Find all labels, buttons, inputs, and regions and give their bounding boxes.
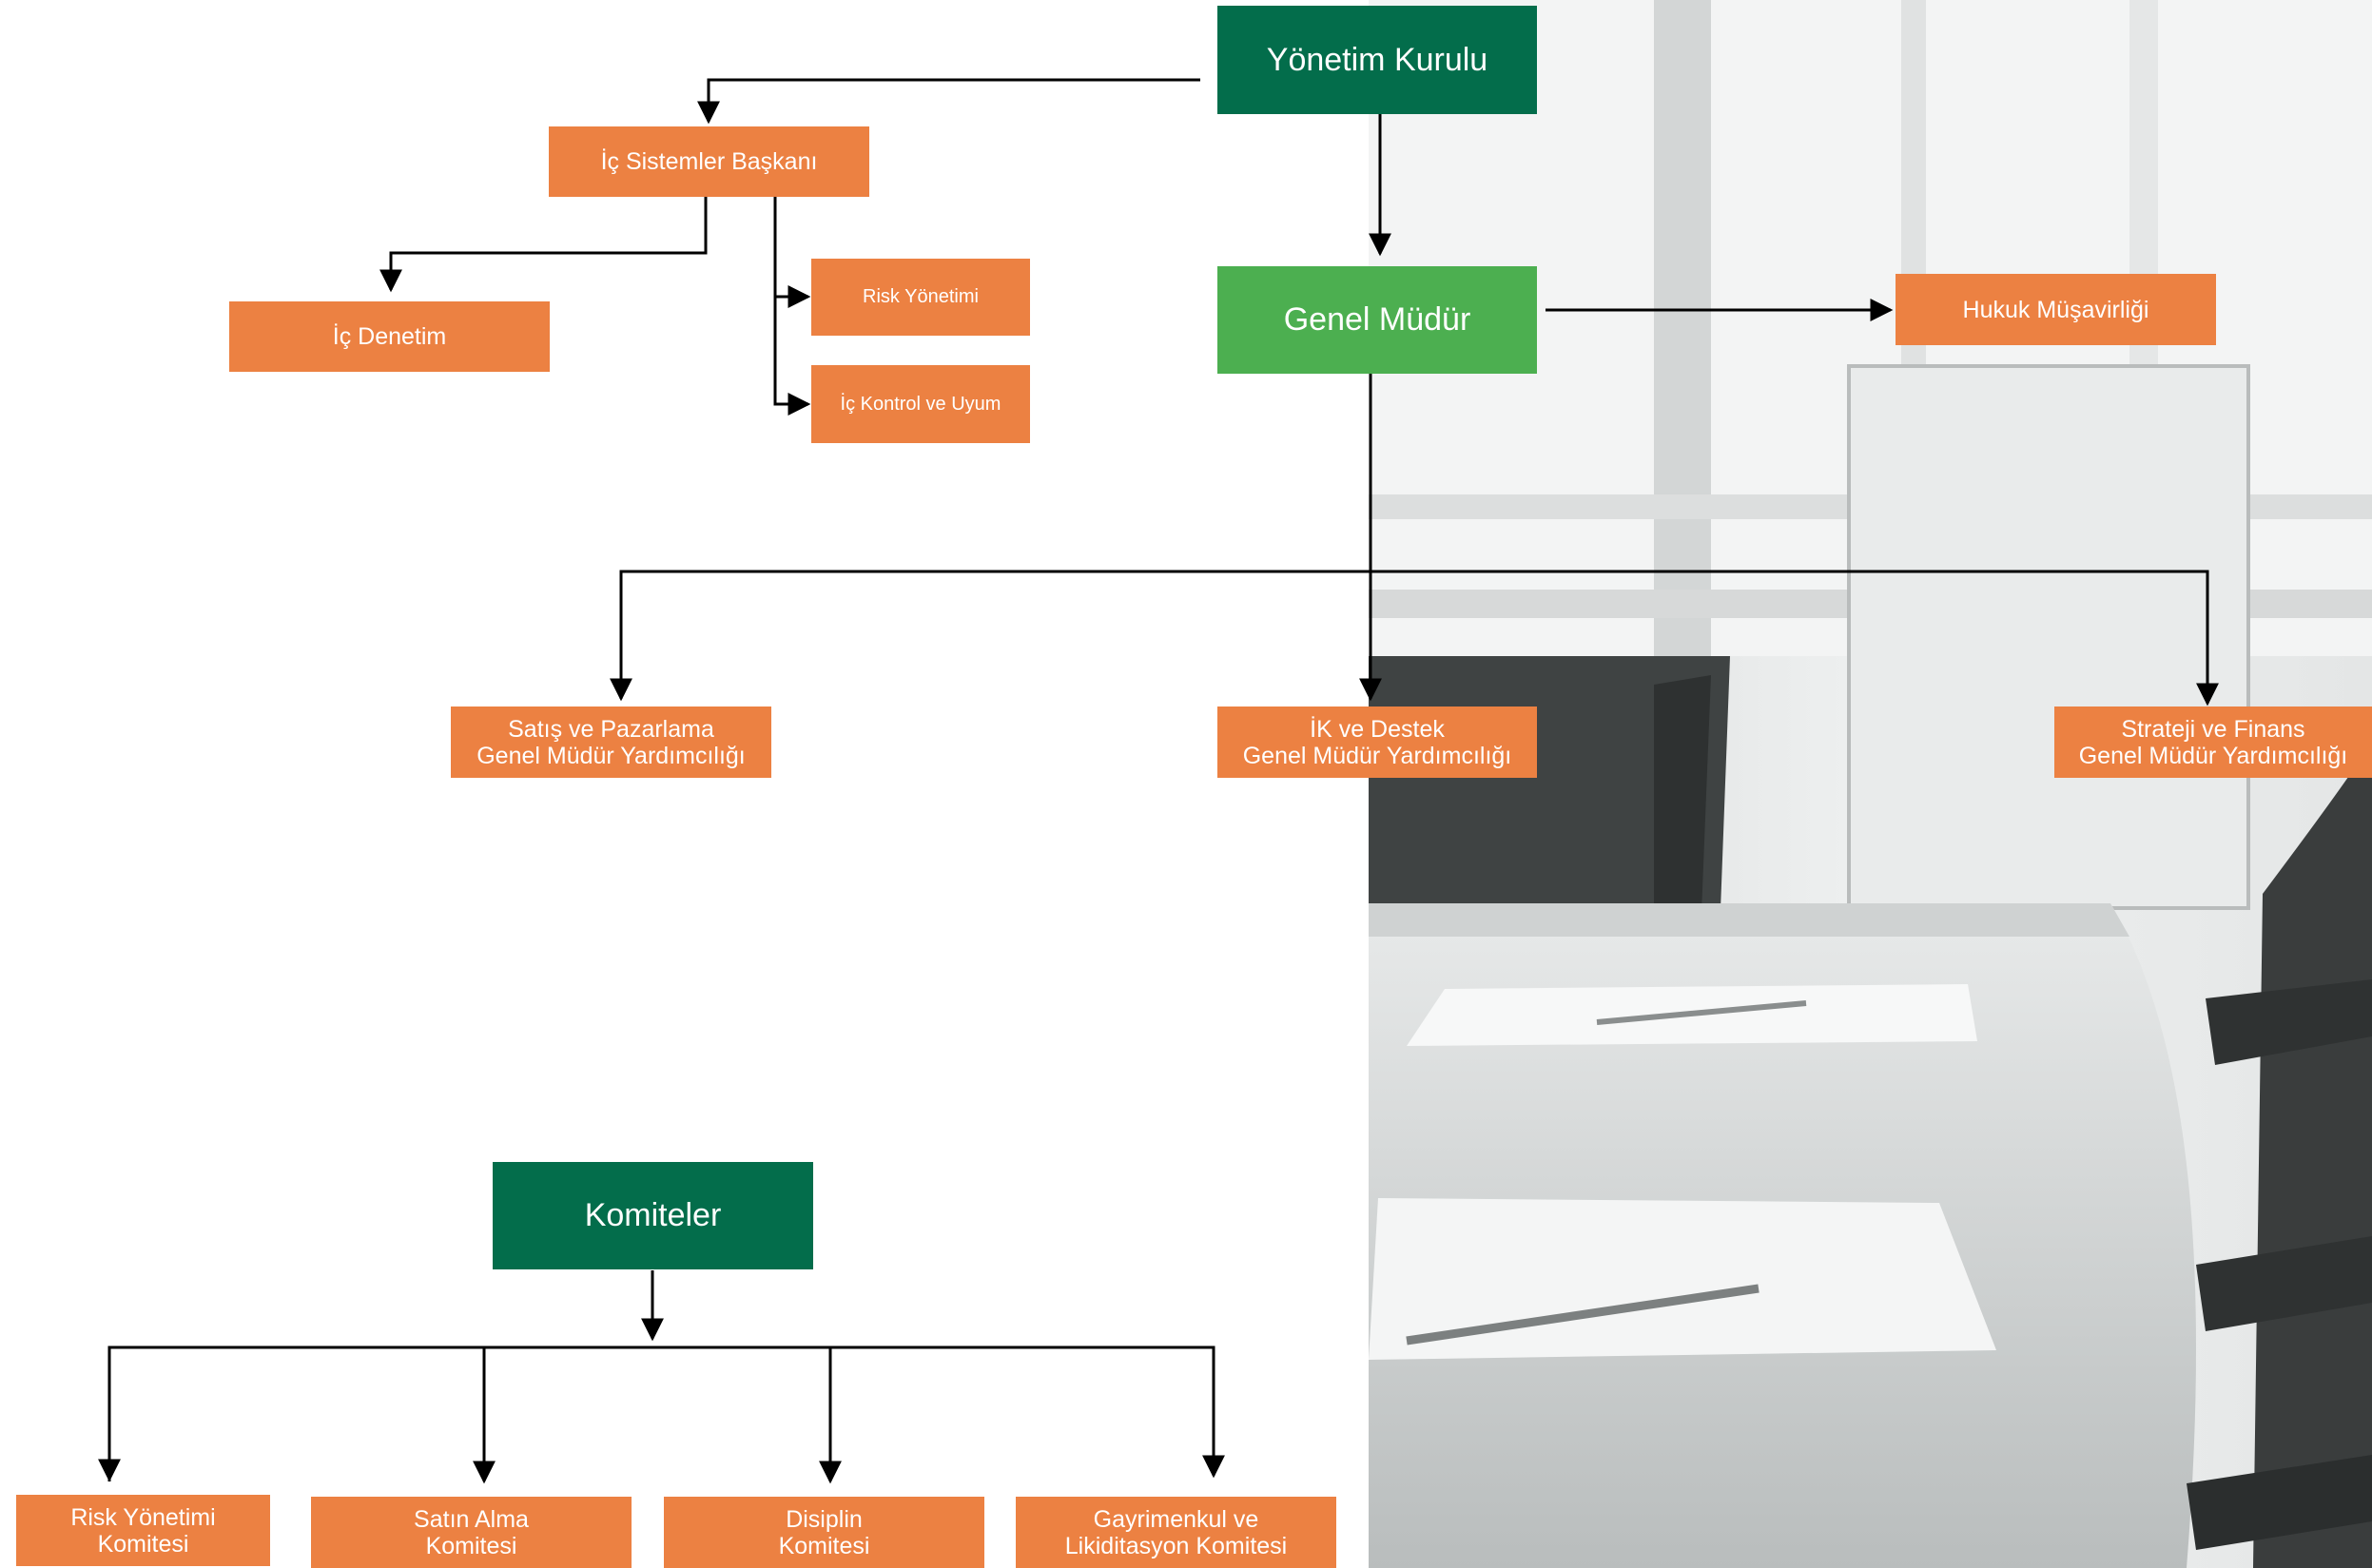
internal-control-box: İç Kontrol ve Uyum [811, 365, 1030, 443]
committee-risk-line1: Risk Yönetimi [70, 1503, 216, 1531]
deputy-sales-marketing-box: Satış ve Pazarlama Genel Müdür Yardımcıl… [451, 707, 771, 778]
board-of-directors-label: Yönetim Kurulu [1266, 41, 1488, 78]
committee-purchasing-line1: Satın Alma [414, 1505, 529, 1533]
deputy-sales-line2: Genel Müdür Yardımcılığı [476, 742, 746, 769]
internal-systems-head-label: İç Sistemler Başkanı [600, 148, 818, 175]
connector-internal-to-risk [773, 197, 811, 308]
connector-internal-to-audit [379, 197, 708, 293]
deputy-sales-line1: Satış ve Pazarlama [508, 715, 714, 743]
deputy-hr-support-box: İK ve Destek Genel Müdür Yardımcılığı [1217, 707, 1537, 778]
deputy-strategy-finance-box: Strateji ve Finans Genel Müdür Yardımcıl… [2054, 707, 2372, 778]
meeting-room-photo [1369, 0, 2372, 1568]
deputy-strategy-line2: Genel Müdür Yardımcılığı [2078, 742, 2348, 769]
committee-real-estate-box: Gayrimenkul ve Likiditasyon Komitesi [1016, 1497, 1336, 1568]
risk-management-label: Risk Yönetimi [863, 286, 979, 308]
committees-label: Komiteler [584, 1197, 722, 1234]
deputy-strategy-line1: Strateji ve Finans [2121, 715, 2305, 743]
committee-real-estate-line2: Likiditasyon Komitesi [1064, 1532, 1288, 1559]
legal-counsel-box: Hukuk Müşavirliği [1896, 274, 2216, 345]
deputy-hr-line1: İK ve Destek [1310, 715, 1445, 743]
legal-counsel-label: Hukuk Müşavirliği [1962, 296, 2149, 323]
committee-risk-box: Risk Yönetimi Komitesi [16, 1495, 270, 1566]
general-manager-label: Genel Müdür [1283, 301, 1471, 339]
committee-purchasing-box: Satın Alma Komitesi [311, 1497, 632, 1568]
committee-real-estate-line1: Gayrimenkul ve [1093, 1505, 1259, 1533]
general-manager-box: Genel Müdür [1217, 266, 1537, 374]
committee-discipline-line1: Disiplin [786, 1505, 863, 1533]
board-of-directors-box: Yönetim Kurulu [1217, 6, 1537, 114]
risk-management-box: Risk Yönetimi [811, 259, 1030, 336]
internal-systems-head-box: İç Sistemler Başkanı [549, 126, 869, 197]
connector-internal-to-control [773, 297, 811, 416]
committee-purchasing-line2: Komitesi [425, 1532, 517, 1559]
connector-committees-bus [107, 1345, 1225, 1481]
internal-audit-box: İç Denetim [229, 301, 550, 372]
committees-box: Komiteler [493, 1162, 813, 1269]
internal-audit-label: İç Denetim [332, 323, 447, 350]
committee-risk-line2: Komitesi [97, 1530, 189, 1558]
internal-control-label: İç Kontrol ve Uyum [840, 393, 1001, 415]
committee-discipline-line2: Komitesi [778, 1532, 870, 1559]
committee-discipline-box: Disiplin Komitesi [664, 1497, 984, 1568]
deputy-hr-line2: Genel Müdür Yardımcılığı [1242, 742, 1512, 769]
connector-board-to-internal [697, 78, 1200, 125]
